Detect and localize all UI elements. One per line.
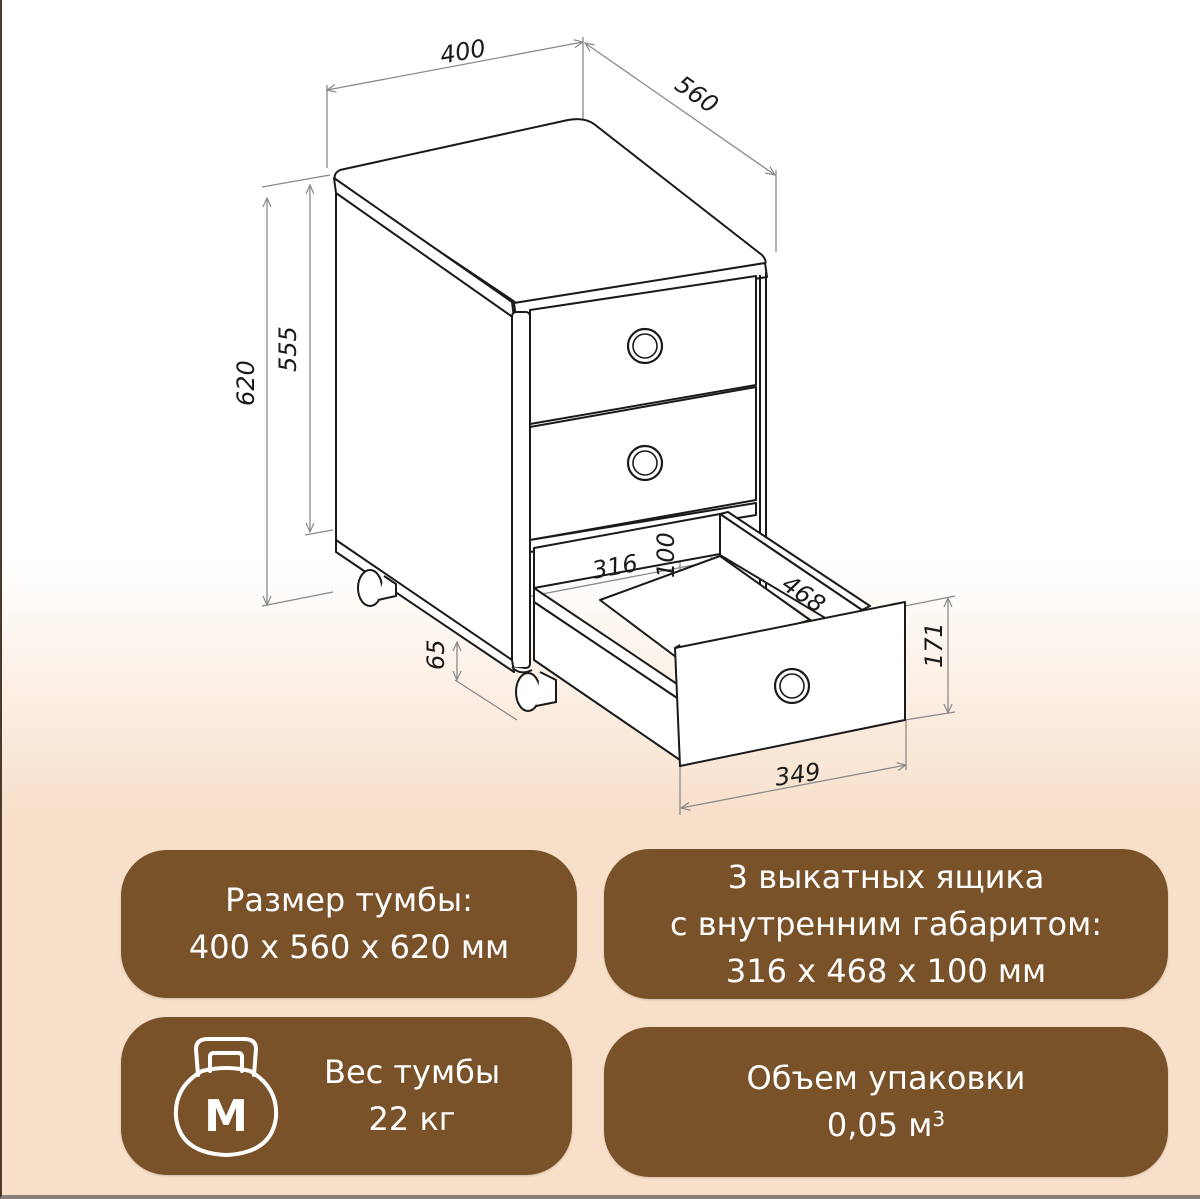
dim-drawer-inner-height-label: 100: [652, 532, 680, 578]
furniture-dimension-diagram: 400 560 620 555 65 316 100 468 171 349: [232, 34, 956, 815]
open-drawer: [533, 511, 906, 767]
kettlebell-icon: М: [173, 1037, 279, 1158]
volume-unit-superscript: 3: [932, 1107, 946, 1131]
size-info-panel: Размер тумбы: 400 x 560 x 620 мм: [121, 850, 577, 998]
open-drawer-handle: [773, 667, 811, 705]
dim-body-height-label: 555: [274, 326, 302, 372]
dim-caster-height-label: 65: [422, 639, 450, 670]
volume-value: 0,05 м: [826, 1106, 933, 1144]
dim-depth-label: 560: [670, 70, 724, 119]
drawers-info-panel: 3 выкатных ящика с внутренним габаритом:…: [604, 849, 1168, 999]
pedestal-drawing: 400 560 620 555 65 316 100 468 171 349: [232, 34, 956, 815]
drawers-title: 3 выкатных ящика: [727, 857, 1045, 896]
dim-drawer-front-width-label: 349: [773, 758, 822, 792]
drawer-handles: [626, 327, 664, 482]
volume-info-panel: Объем упаковки 0,05 м3: [604, 1027, 1168, 1177]
weight-info-panel: М Вес тумбы 22 кг: [121, 1017, 572, 1175]
volume-title: Объем упаковки: [746, 1059, 1026, 1097]
casters: [357, 569, 557, 712]
dim-width-label: 400: [438, 34, 488, 70]
dim-drawer-front-height-label: 171: [920, 622, 948, 668]
weight-value: 22 кг: [368, 1100, 456, 1138]
size-value: 400 x 560 x 620 мм: [188, 928, 510, 966]
weight-title: Вес тумбы: [324, 1053, 501, 1091]
volume-value-line: 0,05 м3: [827, 1102, 945, 1149]
size-title: Размер тумбы:: [225, 881, 473, 919]
weight-text: Вес тумбы 22 кг: [324, 1049, 500, 1143]
dim-total-height-label: 620: [232, 360, 260, 406]
weight-icon-letter: М: [204, 1091, 248, 1142]
drawers-subtitle: с внутренним габаритом:: [669, 904, 1103, 943]
drawers-value: 316 x 468 x 100 мм: [725, 951, 1047, 990]
